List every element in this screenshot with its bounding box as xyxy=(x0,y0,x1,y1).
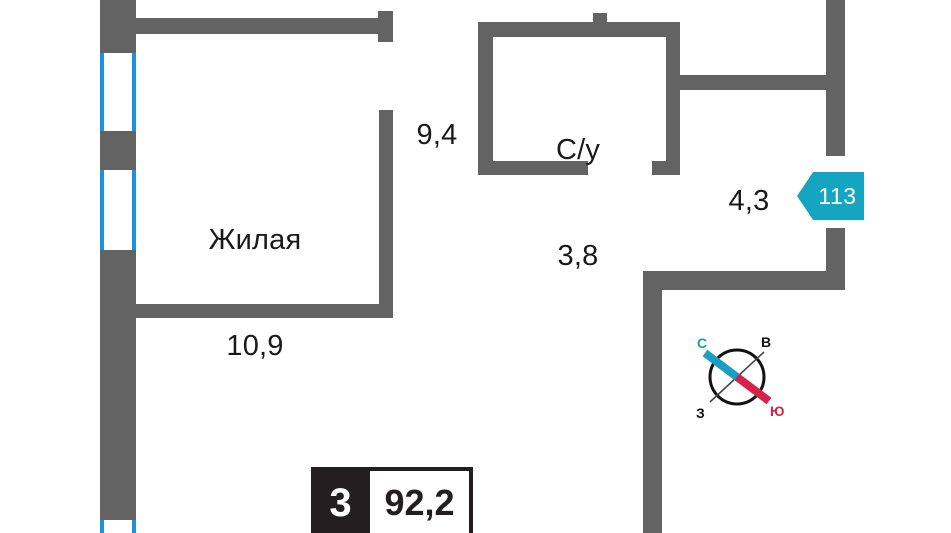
wall-living-top xyxy=(136,18,384,34)
wall-bathroom-bottom-right xyxy=(652,161,680,175)
dimension-label-4-3: 4,3 xyxy=(728,185,770,217)
room-name-bathroom: С/у xyxy=(555,133,601,166)
compass-needle-north xyxy=(702,349,740,381)
compass-label-south: Ю xyxy=(770,403,784,419)
dimension-label-9-4: 9,4 xyxy=(416,119,458,151)
wall-living-top-jamb xyxy=(378,11,393,42)
room-name-living: Жилая xyxy=(208,223,302,256)
room-count-value: 3 xyxy=(311,467,370,533)
compass-rose: С В Ю З xyxy=(686,332,790,424)
window-left-middle xyxy=(100,170,136,250)
compass-label-east: В xyxy=(761,334,771,350)
wall-bathroom-left xyxy=(478,22,493,175)
wall-bathroom-bottom-left xyxy=(478,161,588,175)
wall-corridor-top xyxy=(666,75,845,90)
wall-bathroom-right xyxy=(666,22,680,175)
total-area-value: 92,2 xyxy=(370,467,473,533)
area-summary-badge[interactable]: 3 92,2 xyxy=(311,467,473,533)
window-left-upper xyxy=(100,53,136,131)
wall-living-right xyxy=(379,110,393,310)
compass-ring xyxy=(708,348,766,406)
wall-bathroom-top xyxy=(478,22,680,37)
flat-number-badge[interactable]: 113 xyxy=(797,172,864,220)
compass-needle-south xyxy=(734,373,772,405)
wall-living-bottom xyxy=(136,304,393,318)
compass-label-north: С xyxy=(697,335,707,351)
room-label-living: Жилая 10,9 xyxy=(155,152,355,435)
compass-label-west: З xyxy=(696,405,705,421)
room-area-bathroom: 3,8 xyxy=(557,239,599,272)
room-area-living: 10,9 xyxy=(226,329,284,362)
wall-bathroom-top-nub xyxy=(593,13,607,23)
wall-hallway-top xyxy=(643,271,845,290)
wall-hallway-left xyxy=(643,271,662,533)
room-label-bathroom: С/у 3,8 xyxy=(508,62,648,345)
window-left-lower xyxy=(100,520,136,533)
